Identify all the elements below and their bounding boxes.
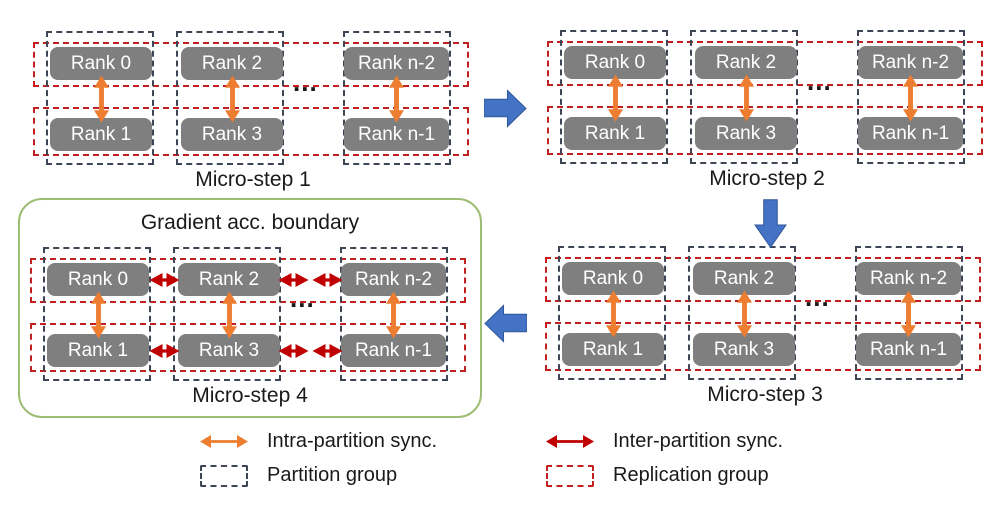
partition-group-outline <box>855 246 963 380</box>
ellipsis: ... <box>807 66 832 96</box>
rank-box: Rank 3 <box>695 117 797 150</box>
micro-step-3-panel: Rank 0 Rank 2 Rank n-2 Rank 1 Rank 3 Ran… <box>545 246 995 446</box>
intra-sync-arrow-icon <box>200 433 248 450</box>
inter-sync-arrow-icon <box>546 433 594 450</box>
partition-group-outline <box>173 247 281 381</box>
replication-group-outline <box>33 42 469 87</box>
partition-group-outline <box>857 30 965 164</box>
intra-sync-arrow-icon <box>737 289 752 339</box>
replication-group-outline <box>547 106 983 155</box>
intra-sync-arrow-icon <box>901 289 916 339</box>
intra-sync-arrow-icon <box>386 290 401 340</box>
intra-sync-arrow-icon <box>739 73 754 123</box>
rank-box: Rank 1 <box>564 117 666 150</box>
rank-box: Rank 2 <box>695 46 797 79</box>
partition-group-outline <box>46 31 154 165</box>
rank-box: Rank n-2 <box>856 262 961 295</box>
intra-sync-arrow-icon <box>606 289 621 339</box>
rank-box: Rank n-2 <box>341 263 446 296</box>
rank-box: Rank 1 <box>562 333 664 366</box>
intra-sync-arrow-icon <box>225 74 240 124</box>
rank-box: Rank 0 <box>47 263 149 296</box>
legend-partition-group: Partition group <box>200 464 397 487</box>
panel-label: Micro-step 1 <box>195 168 311 191</box>
intra-sync-arrow-icon <box>903 73 918 123</box>
rank-box: Rank n-1 <box>344 118 449 151</box>
legend-label: Intra-partition sync. <box>267 430 438 452</box>
micro-step-2-panel: Rank 0 Rank 2 Rank n-2 Rank 1 Rank 3 Ran… <box>547 30 997 230</box>
intra-sync-arrow-icon <box>608 73 623 123</box>
partition-group-outline <box>343 31 451 165</box>
ellipsis: ... <box>290 283 315 313</box>
replication-group-outline <box>30 258 466 303</box>
replication-group-outline <box>547 41 983 86</box>
ellipsis: ... <box>293 67 318 97</box>
legend-intra-partition-sync: Intra-partition sync. <box>200 430 437 453</box>
panel-label: Micro-step 2 <box>709 167 825 190</box>
rank-box: Rank n-2 <box>344 47 449 80</box>
partition-group-outline <box>176 31 284 165</box>
flow-arrow-down-icon <box>754 199 787 249</box>
rank-box: Rank n-1 <box>341 334 446 367</box>
panel-label: Micro-step 4 <box>192 384 308 407</box>
replication-group-outline <box>545 322 981 371</box>
legend-label: Partition group <box>267 464 398 486</box>
rank-box: Rank 2 <box>178 263 280 296</box>
rank-box: Rank 0 <box>564 46 666 79</box>
flow-arrow-left-icon <box>484 302 527 346</box>
rank-box: Rank n-1 <box>856 333 961 366</box>
intra-sync-arrow-icon <box>222 290 237 340</box>
panel-label: Micro-step 3 <box>707 383 823 406</box>
partition-group-outline <box>558 246 666 380</box>
ellipsis: ... <box>805 282 830 312</box>
inter-sync-arrow-icon <box>149 272 180 288</box>
inter-sync-arrow-icon <box>312 343 343 359</box>
rank-box: Rank 3 <box>693 333 795 366</box>
replication-group-outline <box>33 107 469 156</box>
inter-sync-arrow-icon <box>278 343 309 359</box>
legend-inter-partition-sync: Inter-partition sync. <box>546 430 783 453</box>
rank-box: Rank 3 <box>178 334 280 367</box>
rank-box: Rank 3 <box>181 118 283 151</box>
rank-box: Rank 1 <box>47 334 149 367</box>
gradient-acc-boundary-title: Gradient acc. boundary <box>140 211 360 234</box>
inter-sync-arrow-icon <box>312 272 343 288</box>
rank-box: Rank 0 <box>562 262 664 295</box>
partition-group-icon <box>200 464 248 487</box>
replication-group-outline <box>30 323 466 372</box>
rank-box: Rank 1 <box>50 118 152 151</box>
intra-sync-arrow-icon <box>389 74 404 124</box>
intra-sync-arrow-icon <box>94 74 109 124</box>
replication-group-outline <box>545 257 981 302</box>
partition-group-outline <box>688 246 796 380</box>
gradient-acc-boundary-outline <box>18 198 482 418</box>
micro-step-4-panel: Gradient acc. boundary Rank 0 Rank 2 Ran… <box>18 198 482 447</box>
intra-sync-arrow-icon <box>91 290 106 340</box>
partition-group-outline <box>690 30 798 164</box>
legend-replication-group: Replication group <box>546 464 769 487</box>
rank-box: Rank 0 <box>50 47 152 80</box>
inter-sync-arrow-icon <box>149 343 180 359</box>
replication-group-icon <box>546 464 594 487</box>
rank-box: Rank 2 <box>693 262 795 295</box>
legend-label: Replication group <box>613 464 769 486</box>
flow-arrow-right-icon <box>484 87 527 131</box>
rank-box: Rank n-1 <box>858 117 963 150</box>
partition-group-outline <box>43 247 151 381</box>
partition-group-outline <box>560 30 668 164</box>
legend-label: Inter-partition sync. <box>613 430 784 452</box>
rank-box: Rank n-2 <box>858 46 963 79</box>
micro-step-1-panel: Rank 0 Rank 2 Rank n-2 Rank 1 Rank 3 Ran… <box>33 31 483 231</box>
partition-group-outline <box>340 247 448 381</box>
rank-box: Rank 2 <box>181 47 283 80</box>
